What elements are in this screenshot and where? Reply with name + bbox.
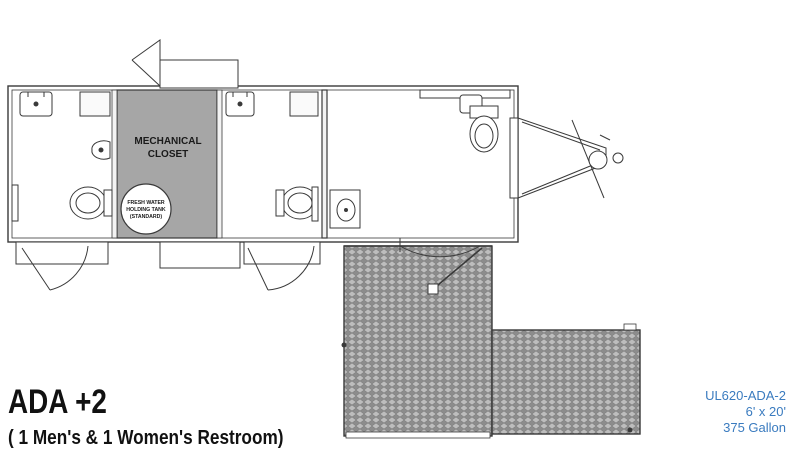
spec-model: UL620-ADA-2 bbox=[705, 388, 786, 403]
ramp-platform bbox=[341, 245, 493, 439]
left-toilet-icon bbox=[69, 186, 113, 220]
closet-label-line1: MECHANICAL bbox=[134, 136, 201, 147]
right-toilet-icon bbox=[275, 186, 319, 220]
right-grab-bar bbox=[311, 186, 319, 222]
spec-capacity: 375 Gallon bbox=[723, 420, 786, 435]
right-mirror-icon bbox=[289, 91, 319, 117]
closet-top-door bbox=[131, 39, 239, 89]
plan-subtitle: ( 1 Men's & 1 Women's Restroom) bbox=[8, 427, 284, 449]
ramp-door-swing bbox=[399, 238, 483, 295]
left-mirror-icon bbox=[79, 91, 111, 117]
left-restroom bbox=[11, 91, 113, 222]
ada-toilet-icon bbox=[469, 105, 499, 153]
left-grab-bar bbox=[11, 184, 19, 222]
tank-label-line2: HOLDING TANK bbox=[126, 207, 166, 213]
ramp-extension bbox=[491, 323, 641, 435]
plan-title: ADA +2 bbox=[8, 383, 107, 421]
fresh-water-tank: FRESH WATER HOLDING TANK (STANDARD) bbox=[120, 183, 172, 235]
trailer-hitch bbox=[509, 117, 624, 199]
spec-size: 6' x 20' bbox=[745, 404, 786, 419]
closet-label-line2: CLOSET bbox=[148, 149, 189, 160]
partition-walls bbox=[321, 89, 328, 239]
tank-label-line1: FRESH WATER bbox=[127, 200, 165, 206]
tank-label-line3: (STANDARD) bbox=[130, 214, 162, 220]
bottom-doors bbox=[15, 241, 321, 291]
ada-sink-icon bbox=[329, 189, 361, 229]
ada-restroom bbox=[329, 89, 511, 229]
right-restroom bbox=[225, 91, 319, 222]
plan-specs: UL620-ADA-2 6' x 20' 375 Gallon bbox=[705, 388, 786, 436]
